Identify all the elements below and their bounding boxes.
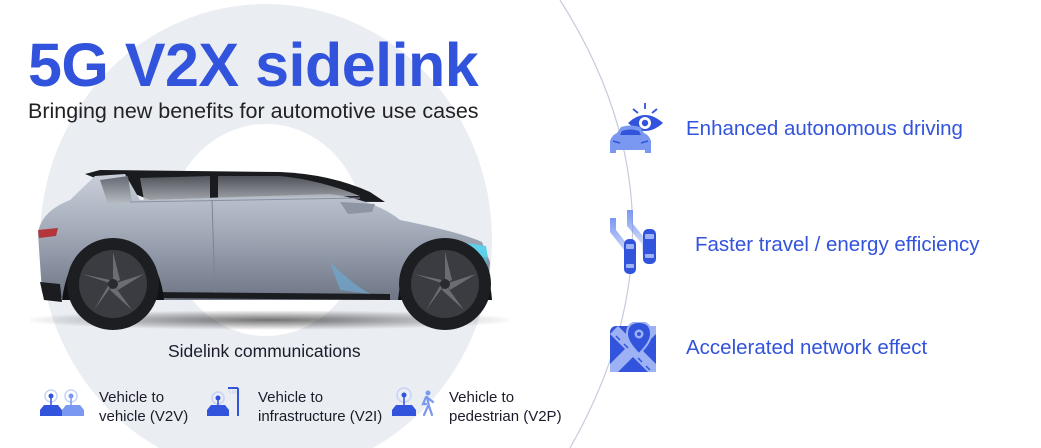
car-illustration: [30, 170, 510, 330]
v2p-icon: [392, 387, 435, 417]
v2i-label-line1: Vehicle to: [258, 389, 324, 406]
map-pin-icon: [610, 322, 656, 372]
benefit-label-1: Enhanced autonomous driving: [686, 117, 963, 140]
page-title: 5G V2X sidelink: [28, 31, 479, 99]
communications-title: Sidelink communications: [168, 341, 361, 361]
benefit-label-3: Accelerated network effect: [686, 336, 928, 359]
benefit-autonomous-driving: Enhanced autonomous driving: [608, 103, 1038, 163]
v2p-label-line1: Vehicle to: [449, 389, 515, 406]
rear-wheel: [67, 238, 159, 330]
v2v-icon: [40, 389, 84, 416]
v2p-label-line2: pedestrian (V2P): [449, 408, 562, 425]
platooning-cars-icon: [610, 210, 656, 274]
benefit-faster-travel: Faster travel / energy efficiency: [608, 208, 1038, 274]
page-subtitle: Bringing new benefits for automotive use…: [28, 99, 479, 123]
benefit-label-2: Faster travel / energy efficiency: [695, 233, 980, 256]
v2i-label-line2: infrastructure (V2I): [258, 408, 383, 425]
v2i-icon: [207, 387, 239, 416]
benefit-network-effect: Accelerated network effect: [608, 322, 1038, 382]
v2v-label-line1: Vehicle to: [99, 389, 165, 406]
v2v-label-line2: vehicle (V2V): [99, 408, 189, 425]
autonomous-car-eye-icon: [610, 103, 663, 153]
front-wheel: [399, 238, 491, 330]
